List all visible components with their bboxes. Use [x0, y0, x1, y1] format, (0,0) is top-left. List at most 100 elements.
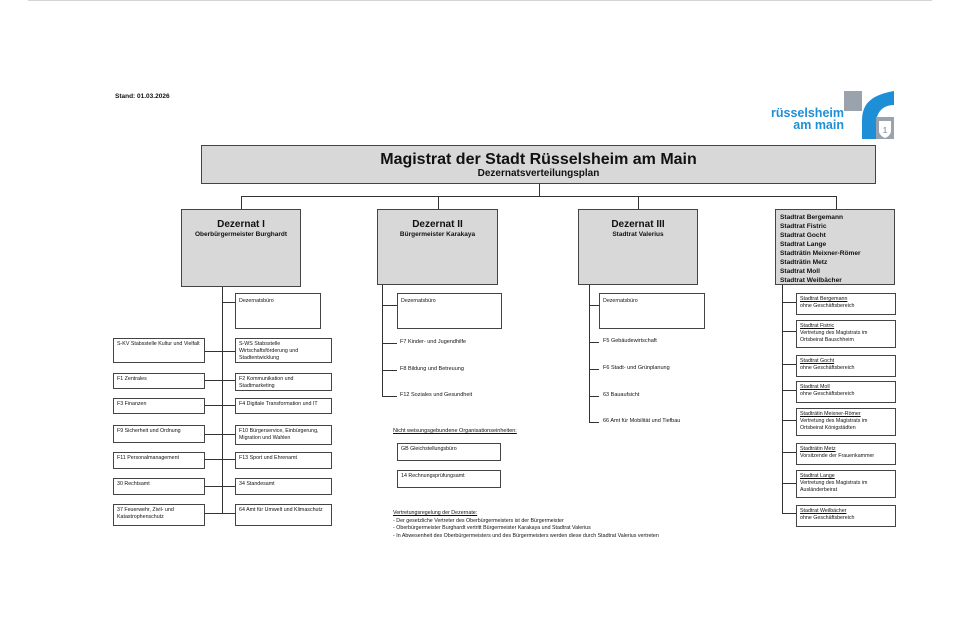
- dezernat-2-title: Dezernat II: [412, 219, 463, 230]
- stadtrat-box-name: Stadträtin Metz: [800, 446, 836, 452]
- stadtrat-box-name: Stadtrat Lange: [800, 473, 835, 479]
- stadtrat-box-desc: Vertretung des Magistrats im Ortsbeirat …: [800, 417, 868, 431]
- connector: [589, 342, 599, 343]
- top-border: [28, 0, 932, 1]
- connector: [589, 422, 599, 423]
- dezernat-2-buero: Dezernatsbüro: [397, 293, 502, 329]
- connector: [589, 369, 599, 370]
- page-subtitle: Dezernatsverteilungsplan: [477, 168, 600, 179]
- connector: [205, 380, 235, 381]
- title-box: Magistrat der Stadt Rüsselsheim am Main …: [201, 145, 876, 184]
- stadtraete-header: Stadtrat Bergemann Stadtrat Fistric Stad…: [775, 209, 895, 285]
- stadtrat-name: Stadtrat Bergemann: [780, 214, 844, 221]
- stadtrat-name: Stadtrat Fistric: [780, 223, 827, 230]
- notes-item: Der gesetzliche Vertreter des Oberbürger…: [393, 518, 773, 526]
- dezernat-3-title: Dezernat III: [611, 219, 665, 230]
- notes-list: Der gesetzliche Vertreter des Oberbürger…: [393, 518, 773, 541]
- connector: [222, 287, 223, 514]
- stadtrat-box: Stadträtin Metz Vorsitzende der Frauenka…: [796, 443, 896, 465]
- stadtrat-name: Stadtrat Gocht: [780, 232, 826, 239]
- stadtrat-name: Stadtrat Weilbächer: [780, 277, 842, 284]
- org-unit-box: S-KV Stabsstelle Kultur und Vielfalt: [113, 338, 205, 363]
- connector: [782, 390, 796, 391]
- dezernat-3-header: Dezernat III Stadtrat Valerius: [578, 209, 698, 285]
- connector: [589, 396, 599, 397]
- org-unit-label: F7 Kinder- und Jugendhilfe: [400, 339, 467, 345]
- vertretungsregelung: Vertretungsregelung der Dezernate: Der g…: [393, 510, 773, 540]
- dezernat-1-buero: Dezernatsbüro: [235, 293, 321, 329]
- stadtrat-box: Stadträtin Meixner-Römer Vertretung des …: [796, 408, 896, 436]
- connector: [782, 285, 783, 514]
- org-unit-label: F8 Bildung und Betreuung: [400, 366, 464, 372]
- connector: [205, 405, 235, 406]
- notes-item: Oberbürgermeister Burghardt vertritt Bür…: [393, 525, 773, 533]
- logo-line1: rüsselsheim: [771, 106, 844, 120]
- org-unit-box: 34 Standesamt: [235, 478, 332, 495]
- stadtrat-box-name: Stadtrat Moll: [800, 384, 830, 390]
- org-unit-box: 30 Rechtsamt: [113, 478, 205, 495]
- stadtrat-box-name: Stadträtin Meixner-Römer: [800, 411, 861, 417]
- org-unit-box: F11 Personalmanagement: [113, 452, 205, 469]
- dezernat-2-subtitle: Bürgermeister Karakaya: [399, 231, 476, 238]
- connector: [241, 196, 837, 197]
- connector: [782, 331, 796, 332]
- org-unit-box: 37 Feuerwehr, Zivil- und Katastrophensch…: [113, 504, 205, 526]
- connector: [438, 196, 439, 209]
- stadtrat-name: Stadträtin Meixner-Römer: [780, 250, 861, 257]
- page-title: Magistrat der Stadt Rüsselsheim am Main: [380, 151, 697, 168]
- dezernat-3-subtitle: Stadtrat Valerius: [612, 231, 664, 238]
- stadtrat-box-desc: Vertretung des Magistrats im Ortsbeirat …: [800, 329, 868, 343]
- connector: [205, 459, 235, 460]
- stadtrat-box-desc: ohne Geschäftsbereich: [800, 514, 855, 521]
- org-unit-box: 14 Rechnungsprüfungsamt: [397, 470, 501, 488]
- stadtrat-box: Stadtrat Lange Vertretung des Magistrats…: [796, 470, 896, 498]
- connector: [205, 434, 235, 435]
- org-unit-label: 63 Bauaufsicht: [603, 392, 640, 398]
- org-unit-box: F10 Bürgerservice, Einbürgerung, Migrati…: [235, 425, 332, 445]
- notes-item: In Abwesenheit des Oberbürgermeisters un…: [393, 533, 773, 541]
- dezernat-1-header: Dezernat I Oberbürgermeister Burghardt: [181, 209, 301, 287]
- org-unit-label: F6 Stadt- und Grünplanung: [603, 365, 670, 371]
- connector: [205, 513, 235, 514]
- connector: [222, 302, 235, 303]
- connector: [782, 302, 796, 303]
- stadtrat-name: Stadtrat Moll: [780, 268, 820, 275]
- connector: [836, 196, 837, 209]
- connector: [782, 483, 796, 484]
- dezernat-1-title: Dezernat I: [217, 219, 265, 230]
- stadtrat-box-name: Stadtrat Bergemann: [800, 296, 848, 302]
- notes-title: Vertretungsregelung der Dezernate:: [393, 510, 478, 516]
- logo-line2: am main: [793, 118, 844, 132]
- connector: [638, 196, 639, 209]
- stadtrat-box: Stadtrat Moll ohne Geschäftsbereich: [796, 381, 896, 403]
- stadtrat-box-name: Stadtrat Weilbächer: [800, 508, 847, 514]
- org-unit-box: F2 Kommunikation und Stadtmarketing: [235, 373, 332, 391]
- connector: [382, 370, 397, 371]
- svg-text:1: 1: [883, 126, 888, 135]
- connector: [782, 364, 796, 365]
- nicht-weisungsgebunden-title: Nicht weisungsgebundene Organisationsein…: [393, 428, 517, 434]
- stadtrat-name: Stadträtin Metz: [780, 259, 828, 266]
- stand-date: Stand: 01.03.2026: [115, 93, 170, 100]
- connector: [205, 486, 235, 487]
- connector: [589, 285, 590, 423]
- stadtrat-box: Stadtrat Fistric Vertretung des Magistra…: [796, 320, 896, 348]
- connector: [382, 305, 397, 306]
- logo-mark-icon: 1: [844, 91, 894, 139]
- stadtrat-box: Stadtrat Weilbächer ohne Geschäftsbereic…: [796, 505, 896, 527]
- org-unit-label: F12 Soziales und Gesundheit: [400, 392, 473, 398]
- stadtrat-box-desc: ohne Geschäftsbereich: [800, 302, 855, 309]
- dezernat-3-buero: Dezernatsbüro: [599, 293, 705, 329]
- connector: [539, 184, 540, 196]
- stadtrat-name: Stadtrat Lange: [780, 241, 827, 248]
- connector: [382, 285, 383, 397]
- dezernat-1-subtitle: Oberbürgermeister Burghardt: [194, 231, 288, 238]
- org-unit-box: F1 Zentrales: [113, 373, 205, 389]
- stadtrat-box: Stadtrat Bergemann ohne Geschäftsbereich: [796, 293, 896, 315]
- dezernat-2-header: Dezernat II Bürgermeister Karakaya: [377, 209, 498, 285]
- connector: [589, 305, 599, 306]
- org-unit-box: F4 Digitale Transformation und IT: [235, 398, 332, 414]
- org-unit-box: F13 Sport und Ehrenamt: [235, 452, 332, 469]
- stadtrat-box: Stadtrat Gocht ohne Geschäftsbereich: [796, 355, 896, 377]
- stadtrat-box-desc: Vertretung des Magistrats im Ausländerbe…: [800, 479, 868, 493]
